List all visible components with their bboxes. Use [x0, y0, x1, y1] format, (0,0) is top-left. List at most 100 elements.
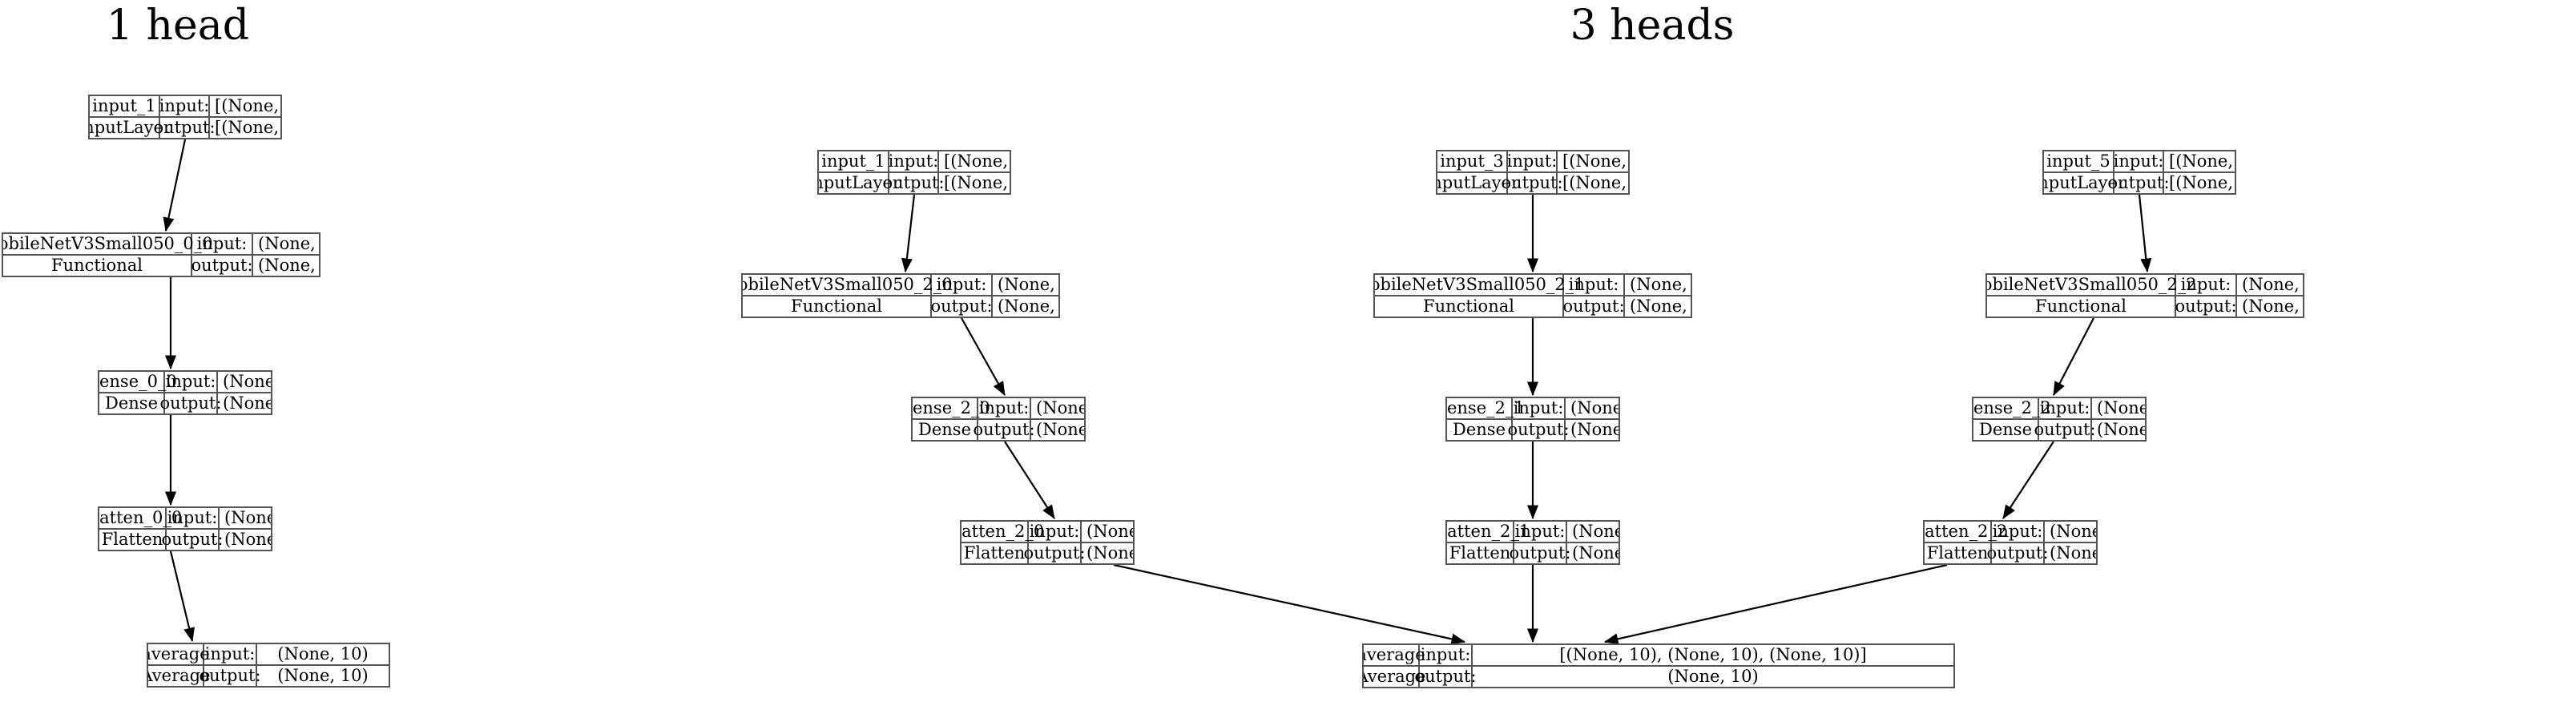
node-input-label: input: [1513, 398, 1566, 418]
node-output-label: output: [973, 420, 1035, 440]
node-input-shape: (None, 32, 32, 3) [258, 234, 319, 253]
node-input-label: input: [1420, 645, 1473, 665]
node-layer-type: Flatten [99, 530, 167, 550]
node-output-shape: [(None, 32, 32, 3)] [944, 173, 1010, 192]
node-input-shape: (None, 32, 32, 3) [2242, 275, 2303, 294]
node-input-label: input: [204, 644, 257, 664]
node-layer-name: Dense_2_0 [912, 398, 990, 418]
node-input-label: input: [167, 508, 220, 528]
node-layer-name: input_1 [90, 96, 160, 116]
node-input-shape: (None, 32, 32, 3) [1630, 275, 1691, 294]
node-layer-type: Flatten [1925, 543, 1992, 563]
edge-h3c-dense-to-h3c-flatten [2002, 441, 2054, 519]
node-output-label: output: [1023, 543, 1086, 563]
node-output-shape: [(None, 32, 32, 3)] [215, 118, 280, 137]
node-input-label: input: [1029, 522, 1082, 542]
node-output-label: output: [2175, 296, 2237, 317]
edge-h3a-backbone-to-h3a-dense [961, 317, 1006, 396]
node-layer-type: InputLayer [90, 118, 171, 138]
node-output-row: InputLayeroutput:[(None, 32, 32, 3)] [90, 118, 280, 138]
node-output-shape: (None, 10) [224, 530, 271, 549]
node-output-shape: (None, 10) [2050, 543, 2096, 563]
node-layer-name: MobileNetV3Small050_2_0 [741, 275, 953, 295]
node-input-shape: (None, 1, 1, 10) [224, 508, 271, 527]
node-output-row: InputLayeroutput:[(None, 32, 32, 3)] [1437, 173, 1628, 193]
node-input-shape: (None, 1, 1, 288) [1570, 398, 1619, 417]
section-title-2: 3 heads [1570, 2, 1735, 50]
node-output-shape: (None, 1, 1, 288) [998, 296, 1058, 316]
node-layer-type: InputLayer [819, 173, 901, 193]
node-output-label: output: [161, 530, 224, 550]
node-layer-type: Dense [99, 393, 165, 413]
node-output-shape: (None, 10) [277, 666, 369, 685]
node-layer-name: input_5 [2044, 151, 2114, 171]
node-layer-name: MobileNetV3Small050_2_2 [1985, 275, 2197, 295]
node-input-label: input: [159, 96, 210, 116]
node-output-label: output: [1509, 543, 1571, 563]
node-layer-name: Flatten_0_0 [99, 508, 183, 528]
node-input-label: input: [2039, 398, 2092, 418]
node-output-shape: (None, 1, 1, 288) [258, 256, 319, 275]
node-output-label: output: [1414, 667, 1477, 687]
node-output-shape: (None, 1, 1, 288) [2242, 296, 2303, 316]
node-input-label: input: [2113, 151, 2164, 171]
node-output-shape: (None, 1, 1, 10) [1036, 420, 1084, 439]
edge-h3a-dense-to-h3a-flatten [1004, 441, 1055, 519]
node-layer-name: Dense_2_1 [1446, 398, 1525, 418]
node-input-shape: [(None, 32, 32, 3)] [215, 96, 280, 115]
node-layer-name: Flatten_2_1 [1447, 522, 1530, 542]
node-layer-name: Dense_0_0 [99, 372, 177, 392]
node-input-shape: [(None, 32, 32, 3)] [2169, 151, 2235, 171]
node-input-label: input: [978, 398, 1031, 418]
node-output-label: output: [1507, 420, 1570, 440]
node-output-label: output: [191, 256, 253, 276]
node-layer-name: input_1 [819, 151, 889, 171]
node-layer-type: Average [1362, 667, 1426, 687]
node-layer-type: Dense [1447, 420, 1513, 440]
node-output-shape: (None, 1, 1, 10) [223, 393, 271, 413]
node-layer-type: Dense [1973, 420, 2039, 440]
node-input-label: input: [165, 372, 218, 392]
node-layer-name: input_3 [1437, 151, 1508, 171]
node-layer-name: Flatten_2_0 [961, 522, 1045, 542]
node-output-shape: [(None, 32, 32, 3)] [1562, 173, 1628, 192]
node-input-shape: (None, 10) [277, 644, 369, 663]
node-input-label: input: [1564, 275, 1625, 295]
node-layer-type: InputLayer [1437, 173, 1519, 193]
node-input-label: input: [932, 275, 993, 295]
edge-h3c-flatten-to-h3-average [1603, 563, 1948, 645]
node-output-shape: (None, 1, 1, 10) [2097, 420, 2145, 439]
node-input-label: input: [1514, 522, 1567, 542]
node-input-label: input: [1506, 151, 1558, 171]
node-input-shape: (None, 1, 1, 288) [1036, 398, 1084, 417]
node-output-shape: (None, 1, 1, 10) [1570, 420, 1619, 439]
node-input-shape: (None, 32, 32, 3) [998, 275, 1058, 294]
